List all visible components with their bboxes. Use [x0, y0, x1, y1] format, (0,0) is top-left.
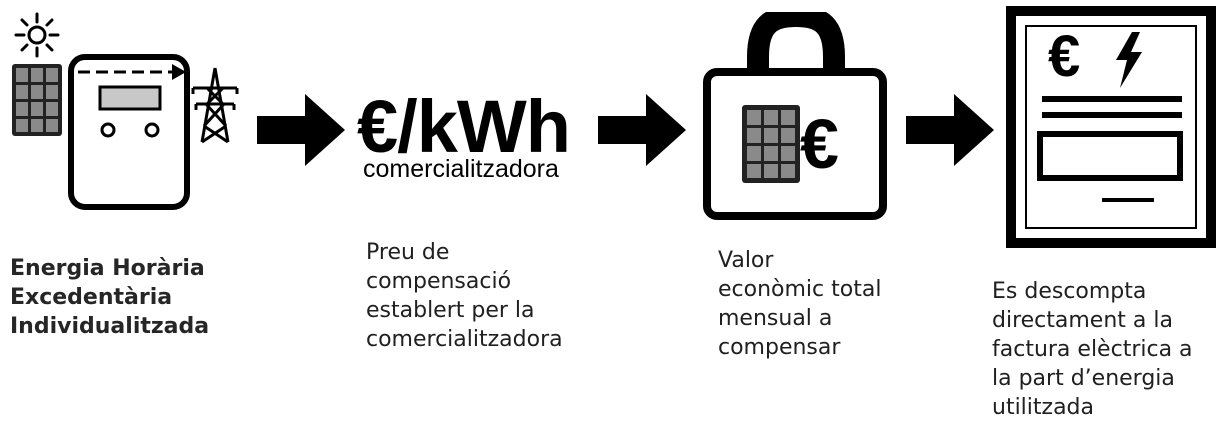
arrow-right-icon	[257, 94, 345, 166]
svg-text:€: €	[1048, 24, 1080, 88]
invoice-icon	[1006, 6, 1216, 248]
euro-icon: €	[1048, 24, 1080, 88]
svg-text:€: €	[800, 108, 839, 180]
lightning-icon	[1116, 32, 1142, 88]
euro-icon: €	[800, 108, 839, 180]
electricity-meter-icon	[68, 54, 190, 210]
arrow-right-icon	[906, 94, 994, 166]
caption-step-3: Valor econòmic total mensual a compensar	[718, 248, 882, 360]
price-unit-label: €/kWh	[357, 85, 571, 168]
provider-label: comercialitzadora	[363, 155, 559, 183]
caption-step-1: Energia Horària Excedentària Individuali…	[10, 256, 210, 339]
arrow-right-icon	[598, 94, 686, 166]
solar-panel-icon	[742, 105, 800, 183]
caption-step-2: Preu de compensació establert per la com…	[366, 240, 563, 352]
power-pylon-icon	[191, 67, 239, 144]
solar-panel-icon	[12, 64, 62, 136]
caption-step-4: Es descompta directament a la factura el…	[992, 279, 1193, 420]
sun-icon	[14, 12, 60, 58]
